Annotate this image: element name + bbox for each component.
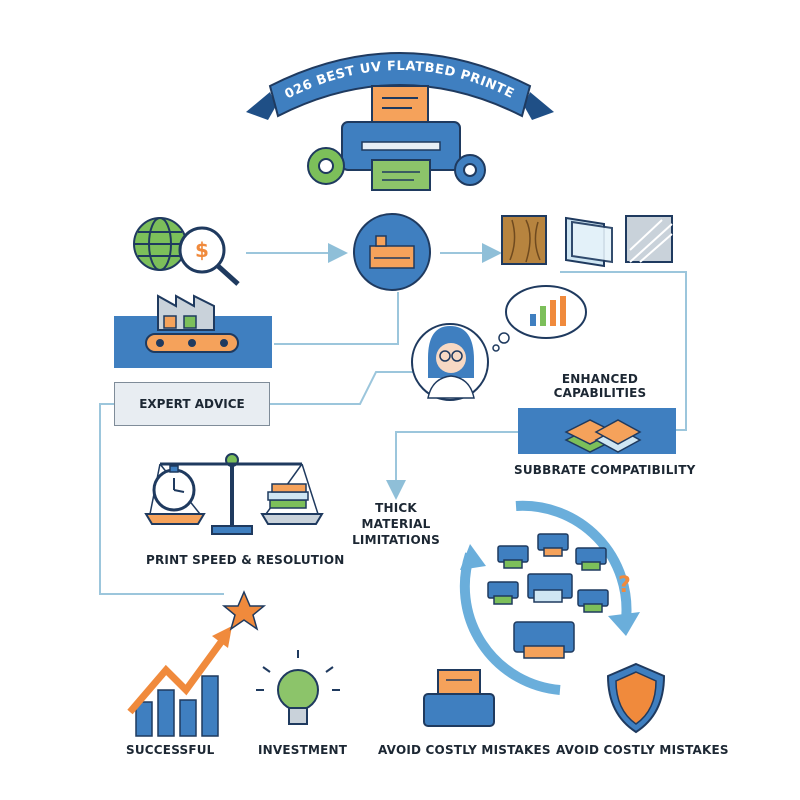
substrate-layers-block: [518, 408, 676, 454]
line-factory-to-conveyor: [274, 292, 399, 345]
shield-icon: [606, 662, 666, 734]
material-stack-icon: [267, 483, 309, 509]
print-speed-resolution-label: PRINT SPEED & RESOLUTION: [146, 553, 345, 567]
enhanced-capabilities-label: ENHANCED CAPABILITIES: [553, 372, 647, 400]
thought-bubble-chart-icon: [492, 285, 587, 352]
line-expert-to-success: [99, 403, 224, 595]
title-banner: 2026 BEST UV FLATBED PRINTER: [0, 0, 554, 120]
magnifier-dollar-icon: $: [178, 226, 240, 286]
factory-conveyor-block: [114, 294, 272, 368]
bottom-printer-icon: [423, 669, 495, 727]
globe-icon: [133, 217, 187, 271]
stopwatch-icon: [152, 465, 196, 512]
cycle-printer-icons: [487, 533, 609, 659]
engineer-avatar: [411, 323, 489, 401]
glass-material-icon: [565, 216, 613, 268]
lightbulb-icon: [256, 650, 340, 725]
gear-icon-right: [454, 154, 486, 186]
main-printer-icon: [341, 85, 461, 191]
star-icon: [221, 590, 267, 631]
gear-icon-left: [307, 147, 345, 185]
balance-scale-icon: [144, 453, 324, 535]
line-materials-to-substrates: [560, 271, 687, 431]
question-mark-icon: ?: [618, 573, 631, 598]
line-expert-to-engineer: [270, 371, 414, 405]
wood-material-icon: [501, 215, 547, 265]
substrate-compatibility-label: SUBBRATE COMPATIBILITY: [514, 463, 696, 477]
cycle-arrowhead-left: [460, 544, 486, 570]
thick-material-label: THICK MATERIAL LIMITATIONS: [352, 501, 440, 547]
avoid-costly-mistakes-label-1: AVOID COSTLY MISTAKES: [378, 743, 551, 757]
arrow-to-thick-material: [386, 431, 520, 500]
connector-lines: [99, 243, 687, 595]
successful-label: SUCCESSFUL: [126, 743, 215, 757]
cycle-arrowhead-right: [608, 612, 640, 636]
expert-advice-box: EXPERT ADVICE: [114, 382, 270, 426]
growth-chart-icon: [127, 626, 232, 737]
expert-advice-label: EXPERT ADVICE: [139, 397, 245, 411]
printer-cycle-arrows: [459, 500, 632, 695]
investment-label: INVESTMENT: [258, 743, 348, 757]
dollar-symbol: $: [195, 238, 209, 262]
metal-material-icon: [625, 215, 673, 263]
avoid-costly-mistakes-label-2: AVOID COSTLY MISTAKES: [556, 743, 729, 757]
factory-circle-icon: [353, 213, 431, 291]
